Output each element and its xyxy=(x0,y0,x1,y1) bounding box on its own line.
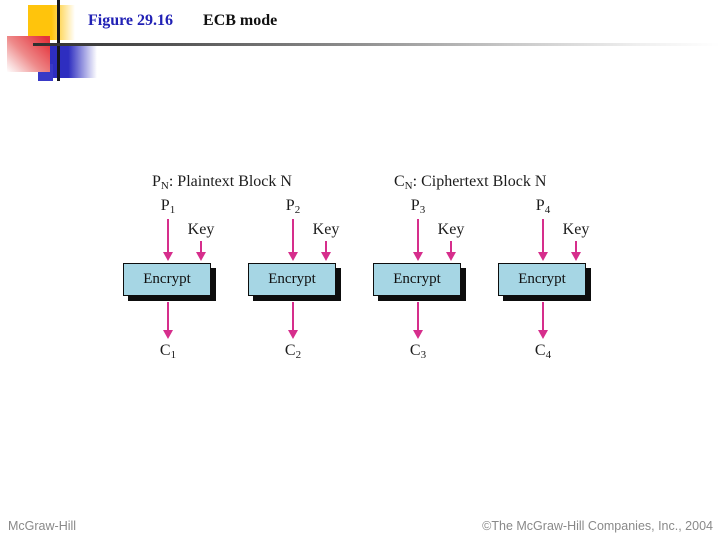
output-arrowhead-icon xyxy=(163,330,173,339)
ciphertext-sub: 1 xyxy=(170,349,177,361)
key-label: Key xyxy=(562,221,590,238)
ciphertext-base: C xyxy=(534,342,546,359)
plaintext-sub: 1 xyxy=(169,204,176,216)
ciphertext-block-label: C3 xyxy=(356,342,480,361)
key-arrow xyxy=(325,241,327,253)
key-label: Key xyxy=(187,221,215,238)
ciphertext-block-label: C2 xyxy=(231,342,355,361)
key-arrow xyxy=(450,241,452,253)
ciphertext-base: C xyxy=(284,342,296,359)
figure-number: Figure 29.16 xyxy=(88,12,174,29)
key-arrowhead-icon xyxy=(321,252,331,261)
plaintext-base: P xyxy=(535,197,545,214)
output-arrowhead-icon xyxy=(538,330,548,339)
encrypt-column-1: P1 Key Encrypt C1 xyxy=(106,195,230,367)
input-arrow xyxy=(542,219,544,253)
input-arrowhead-icon xyxy=(288,252,298,261)
input-arrowhead-icon xyxy=(163,252,173,261)
ciphertext-block-label: C1 xyxy=(106,342,230,361)
legend-plaintext-sub: N xyxy=(160,180,169,192)
encrypt-column-2: P2 Key Encrypt C2 xyxy=(231,195,355,367)
footer-publisher: McGraw-Hill xyxy=(8,519,77,533)
encrypt-box: Encrypt xyxy=(248,263,336,296)
encrypt-column-3: P3 Key Encrypt C3 xyxy=(356,195,480,367)
footer-copyright: ©The McGraw-Hill Companies, Inc., 2004 xyxy=(482,519,713,533)
plaintext-sub: 2 xyxy=(294,204,301,216)
legend-ciphertext: CN: Ciphertext Block N xyxy=(394,173,547,192)
slide-header: Figure 29.16 ECB mode xyxy=(88,12,277,30)
decoration-vertical-line xyxy=(57,0,60,81)
output-arrowhead-icon xyxy=(288,330,298,339)
plaintext-sub: 3 xyxy=(419,204,426,216)
key-arrow xyxy=(575,241,577,253)
key-label: Key xyxy=(312,221,340,238)
output-arrowhead-icon xyxy=(413,330,423,339)
decoration-blue-square xyxy=(45,46,97,78)
encrypt-box: Encrypt xyxy=(498,263,586,296)
input-arrowhead-icon xyxy=(413,252,423,261)
plaintext-block-label: P1 xyxy=(106,197,230,216)
output-arrow xyxy=(292,302,294,331)
decoration-red-square xyxy=(7,36,50,72)
encrypt-column-4: P4 Key Encrypt C4 xyxy=(481,195,605,367)
plaintext-base: P xyxy=(285,197,295,214)
header-divider-line xyxy=(33,43,720,46)
ciphertext-block-label: C4 xyxy=(481,342,605,361)
key-arrowhead-icon xyxy=(446,252,456,261)
plaintext-block-label: P3 xyxy=(356,197,480,216)
ciphertext-sub: 4 xyxy=(545,349,552,361)
plaintext-base: P xyxy=(410,197,420,214)
plaintext-base: P xyxy=(160,197,170,214)
plaintext-block-label: P4 xyxy=(481,197,605,216)
slide-title: ECB mode xyxy=(203,12,278,29)
output-arrow xyxy=(542,302,544,331)
input-arrow xyxy=(292,219,294,253)
key-arrowhead-icon xyxy=(571,252,581,261)
input-arrowhead-icon xyxy=(538,252,548,261)
legend-plaintext-base: P xyxy=(152,173,161,190)
ciphertext-base: C xyxy=(409,342,421,359)
plaintext-sub: 4 xyxy=(544,204,551,216)
output-arrow xyxy=(417,302,419,331)
ciphertext-base: C xyxy=(159,342,171,359)
input-arrow xyxy=(167,219,169,253)
encrypt-box: Encrypt xyxy=(373,263,461,296)
encrypt-box: Encrypt xyxy=(123,263,211,296)
legend-ciphertext-rest: : Ciphertext Block N xyxy=(412,173,547,190)
legend-plaintext-rest: : Plaintext Block N xyxy=(168,173,292,190)
key-arrowhead-icon xyxy=(196,252,206,261)
output-arrow xyxy=(167,302,169,331)
ciphertext-sub: 3 xyxy=(420,349,427,361)
ciphertext-sub: 2 xyxy=(295,349,302,361)
legend-ciphertext-base: C xyxy=(394,173,405,190)
legend-plaintext: PN: Plaintext Block N xyxy=(152,173,292,192)
key-label: Key xyxy=(437,221,465,238)
input-arrow xyxy=(417,219,419,253)
legend-ciphertext-sub: N xyxy=(404,180,413,192)
key-arrow xyxy=(200,241,202,253)
plaintext-block-label: P2 xyxy=(231,197,355,216)
decoration-yellow-square xyxy=(28,5,75,40)
